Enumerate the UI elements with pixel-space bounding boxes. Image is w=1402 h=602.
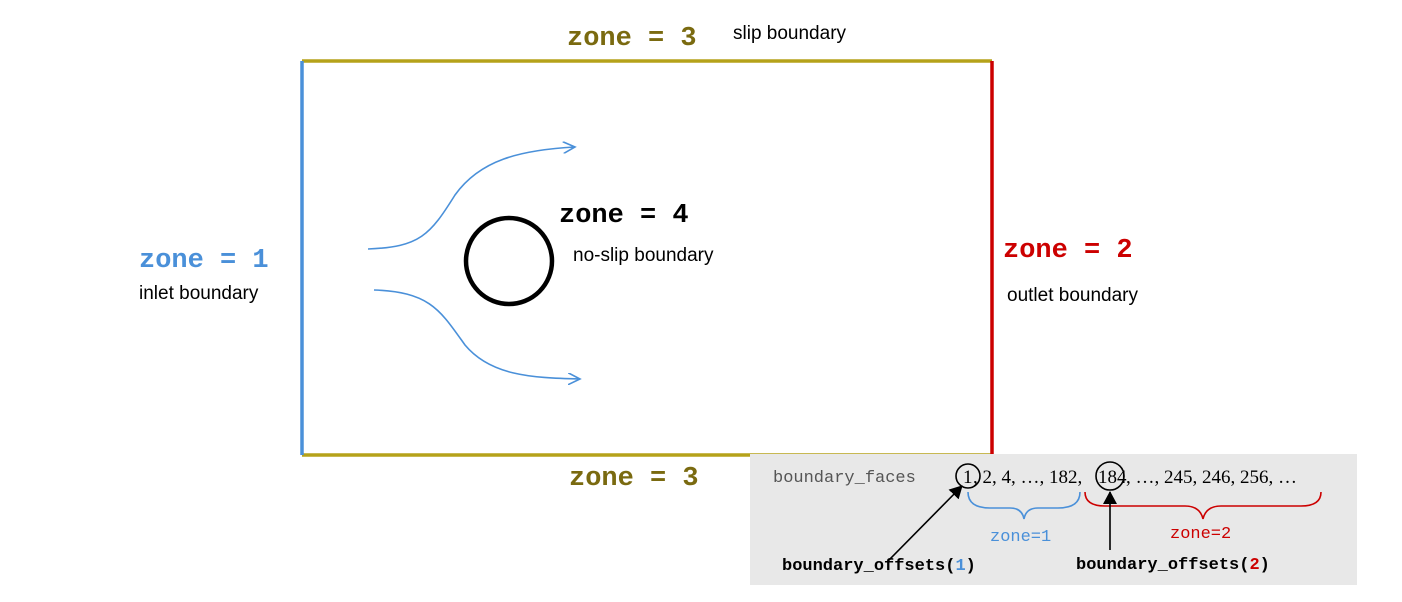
top-zone-description: slip boundary xyxy=(733,23,847,44)
offset2-label: boundary_offsets(2) xyxy=(1076,556,1270,575)
top-zone-label: zone = 3 xyxy=(567,24,697,54)
offset1-prefix: boundary_offsets( xyxy=(782,557,955,576)
flow-arrow-icon xyxy=(367,147,575,250)
outlet-zone-description: outlet boundary xyxy=(1007,285,1138,306)
bottom-zone-label: zone = 3 xyxy=(569,464,699,494)
zone2-brace xyxy=(1084,491,1322,520)
array-panel-background xyxy=(750,454,1357,585)
first-index-circle-1 xyxy=(955,463,981,489)
offset2-index: 2 xyxy=(1249,556,1259,575)
offset1-suffix: ) xyxy=(966,557,976,576)
offset1-label: boundary_offsets(1) xyxy=(782,557,976,576)
offset1-pointer-arrow xyxy=(886,485,963,563)
inlet-zone-label: zone = 1 xyxy=(139,246,269,276)
array-name: boundary_faces xyxy=(773,469,916,488)
offset1-index: 1 xyxy=(955,557,965,576)
cylinder-zone-label: zone = 4 xyxy=(559,201,689,231)
cylinder-zone-description: no-slip boundary xyxy=(573,245,714,266)
circled-value-2: 184 xyxy=(1098,467,1127,488)
offset2-suffix: ) xyxy=(1260,556,1270,575)
circle-obstacle-icon xyxy=(463,215,555,307)
values-text-1: , 2, 4, …, 182, xyxy=(973,467,1082,488)
array-panel: boundary_faces 1 , 2, 4, …, 182, 184 , …… xyxy=(750,454,1357,585)
first-index-circle-2 xyxy=(1095,461,1125,491)
zone2-brace-label: zone=2 xyxy=(1170,525,1231,544)
circled-value-1: 1 xyxy=(963,467,973,488)
zone1-brace xyxy=(967,491,1081,520)
values-text-2: , …, 245, 246, 256, … xyxy=(1126,467,1297,488)
offset2-prefix: boundary_offsets( xyxy=(1076,556,1249,575)
inlet-zone-description: inlet boundary xyxy=(139,283,259,304)
outlet-zone-label: zone = 2 xyxy=(1003,236,1133,266)
flow-arrow-icon xyxy=(373,289,580,379)
zone1-brace-label: zone=1 xyxy=(990,528,1051,547)
